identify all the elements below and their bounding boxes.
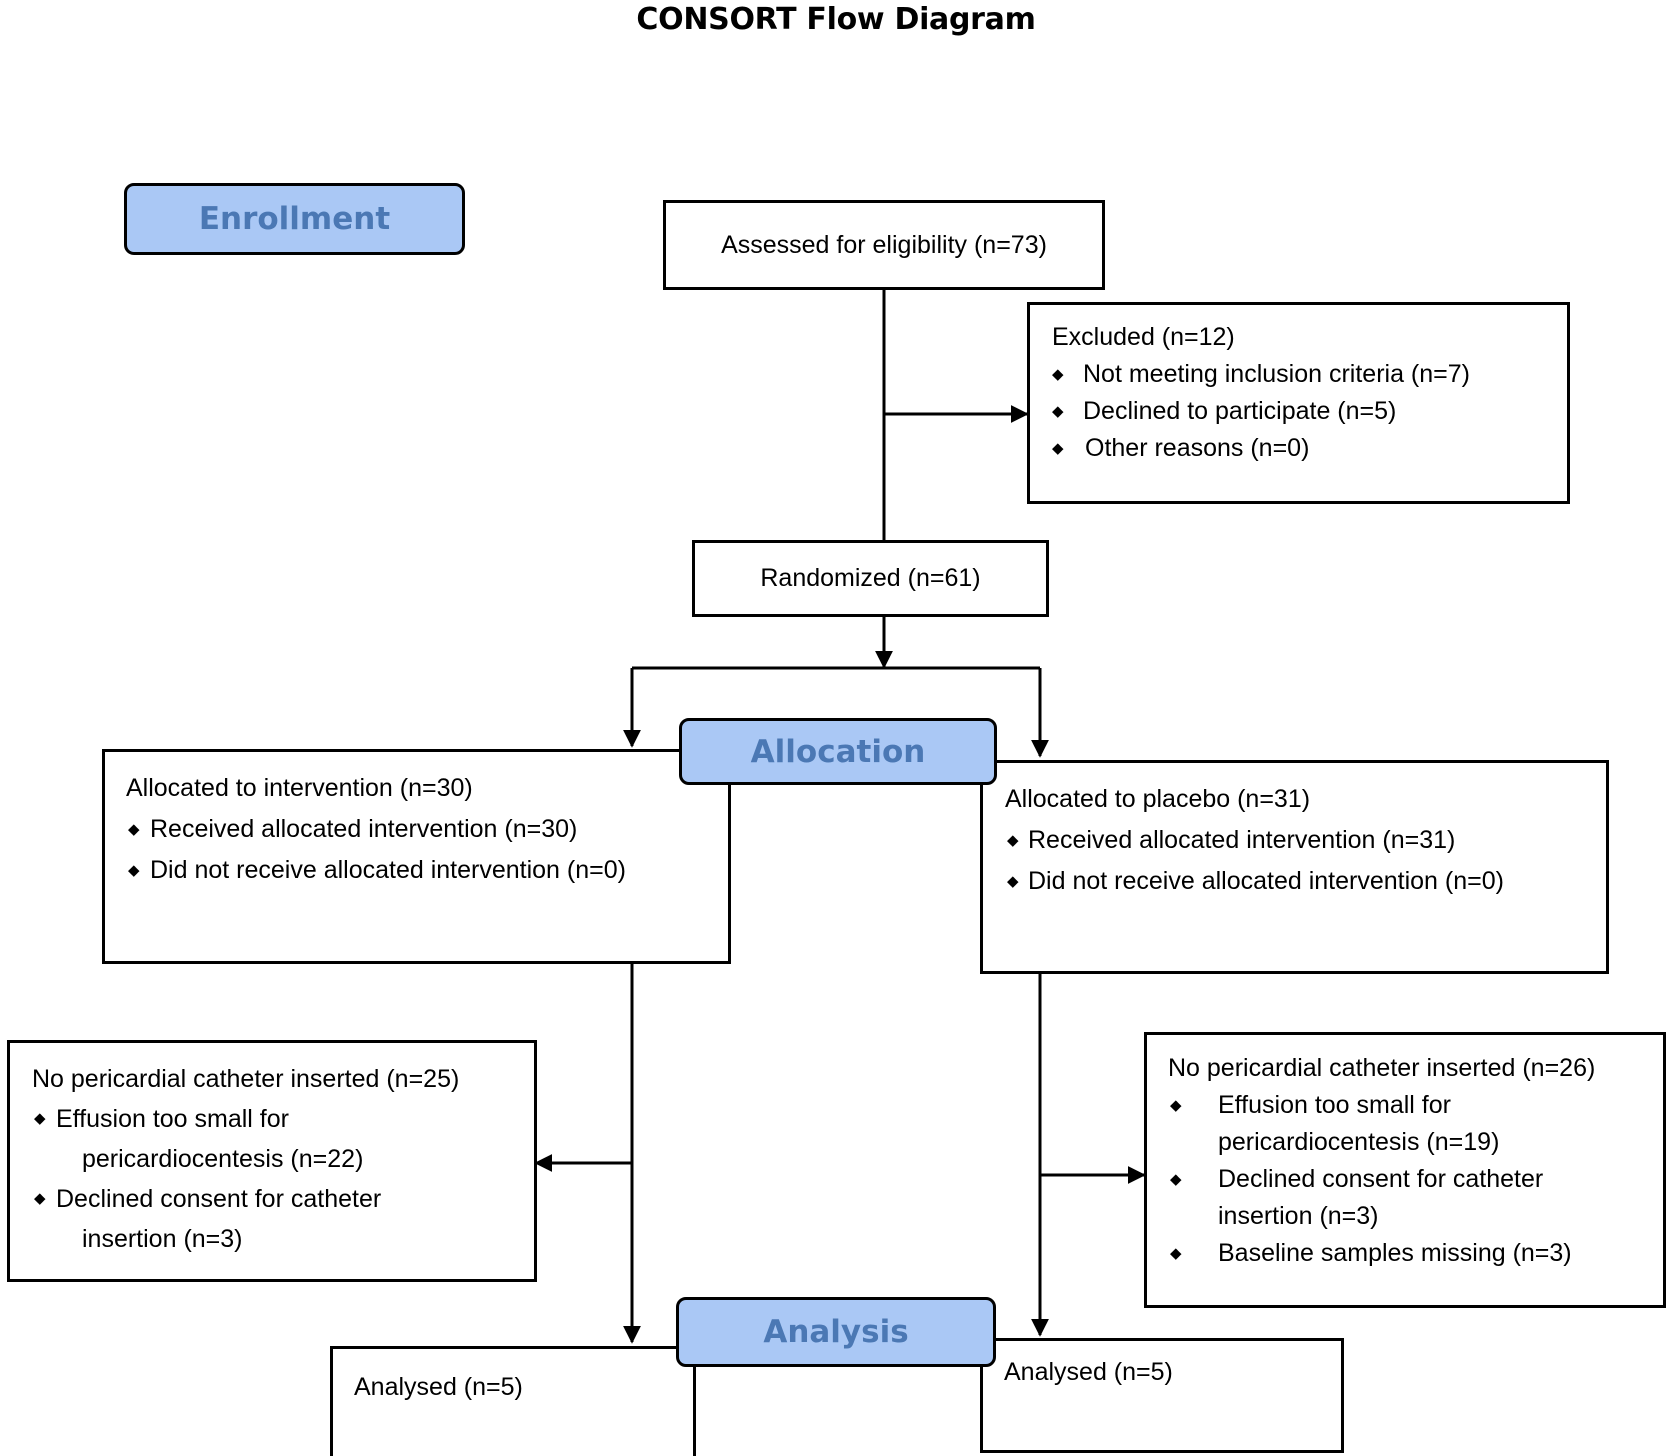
randomized-box: Randomized (n=61): [692, 540, 1049, 617]
intervention-box: Allocated to intervention (n=30) ◆ Recei…: [102, 749, 731, 964]
list-item: ◆ Declined to participate (n=5): [1052, 393, 1567, 430]
bullet-icon: ◆: [1170, 1245, 1182, 1262]
bullet-icon: ◆: [1052, 366, 1064, 383]
assessed-label: Assessed for eligibility (n=73): [721, 230, 1047, 259]
bullet-icon: ◆: [1052, 440, 1064, 457]
list-item: ◆ Declined consent for catheter: [1168, 1161, 1663, 1198]
list-item-continuation: insertion (n=3): [1168, 1198, 1663, 1235]
excluded-heading: Excluded (n=12): [1052, 323, 1235, 351]
list-item: ◆ Not meeting inclusion criteria (n=7): [1052, 356, 1567, 393]
list-item-text: Effusion too small for: [56, 1105, 289, 1133]
placebo-analysed-box: Analysed (n=5): [980, 1338, 1344, 1453]
bullet-icon: ◆: [1007, 873, 1019, 890]
placebo-heading: Allocated to placebo (n=31): [1005, 785, 1311, 813]
list-item-text: Baseline samples missing (n=3): [1218, 1239, 1572, 1267]
bullet-icon: ◆: [128, 821, 140, 838]
list-item-text: Declined consent for catheter: [56, 1185, 382, 1213]
diagram-title: CONSORT Flow Diagram: [636, 2, 1036, 37]
excluded-box: Excluded (n=12) ◆ Not meeting inclusion …: [1027, 302, 1570, 504]
randomized-label: Randomized (n=61): [760, 564, 981, 592]
list-item-continuation: insertion (n=3): [32, 1219, 534, 1259]
intervention-analysed-label: Analysed (n=5): [354, 1373, 523, 1401]
list-item-continuation: pericardiocentesis (n=19): [1168, 1124, 1663, 1161]
stage-allocation-label: Allocation: [750, 733, 926, 770]
stage-analysis-label: Analysis: [763, 1314, 909, 1350]
bullet-icon: ◆: [1052, 403, 1064, 420]
list-item-text: Declined to participate (n=5): [1083, 397, 1397, 425]
list-item: ◆ Did not receive allocated intervention…: [1005, 863, 1606, 900]
intervention-no-catheter-box: No pericardial catheter inserted (n=25) …: [7, 1040, 537, 1282]
list-item-text: Did not receive allocated intervention (…: [150, 856, 626, 884]
stage-enrollment-label: Enrollment: [198, 201, 391, 237]
stage-analysis: Analysis: [676, 1297, 996, 1367]
list-item: ◆ Received allocated intervention (n=31): [1005, 822, 1606, 859]
bullet-icon: ◆: [34, 1190, 46, 1207]
list-item-continuation: pericardiocentesis (n=22): [32, 1139, 534, 1179]
list-item: ◆ Received allocated intervention (n=30): [126, 811, 728, 848]
bullet-icon: ◆: [34, 1110, 46, 1127]
list-item-text: Received allocated intervention (n=31): [1028, 826, 1456, 854]
placebo-box: Allocated to placebo (n=31) ◆ Received a…: [980, 760, 1609, 974]
stage-enrollment: Enrollment: [124, 183, 465, 255]
list-item-text: pericardiocentesis (n=19): [1218, 1128, 1500, 1156]
placebo-no-catheter-box: No pericardial catheter inserted (n=26) …: [1144, 1032, 1666, 1308]
list-item: ◆ Effusion too small for: [1168, 1087, 1663, 1124]
list-item: ◆ Did not receive allocated intervention…: [126, 852, 728, 889]
intervention-no-catheter-heading: No pericardial catheter inserted (n=25): [32, 1065, 460, 1093]
list-item: ◆ Effusion too small for: [32, 1099, 534, 1139]
list-item-text: Received allocated intervention (n=30): [150, 815, 578, 843]
list-item-text: insertion (n=3): [1218, 1202, 1379, 1230]
bullet-icon: ◆: [128, 862, 140, 879]
list-item-text: Not meeting inclusion criteria (n=7): [1083, 360, 1470, 388]
list-item: ◆ Baseline samples missing (n=3): [1168, 1235, 1663, 1272]
intervention-analysed-box: Analysed (n=5): [330, 1346, 696, 1456]
list-item: ◆ Declined consent for catheter: [32, 1179, 534, 1219]
bullet-icon: ◆: [1170, 1171, 1182, 1188]
list-item-text: Other reasons (n=0): [1085, 434, 1310, 462]
list-item-text: Declined consent for catheter: [1218, 1165, 1544, 1193]
list-item-text: pericardiocentesis (n=22): [82, 1145, 364, 1173]
stage-allocation: Allocation: [679, 718, 997, 785]
bullet-icon: ◆: [1007, 832, 1019, 849]
assessed-box: Assessed for eligibility (n=73): [663, 200, 1105, 290]
intervention-heading: Allocated to intervention (n=30): [126, 774, 473, 802]
list-item-text: Effusion too small for: [1218, 1091, 1451, 1119]
list-item: ◆ Other reasons (n=0): [1052, 430, 1567, 467]
bullet-icon: ◆: [1170, 1097, 1182, 1114]
placebo-analysed-label: Analysed (n=5): [1004, 1358, 1173, 1386]
list-item-text: Did not receive allocated intervention (…: [1028, 867, 1504, 895]
list-item-text: insertion (n=3): [82, 1225, 243, 1253]
placebo-no-catheter-heading: No pericardial catheter inserted (n=26): [1168, 1054, 1596, 1082]
